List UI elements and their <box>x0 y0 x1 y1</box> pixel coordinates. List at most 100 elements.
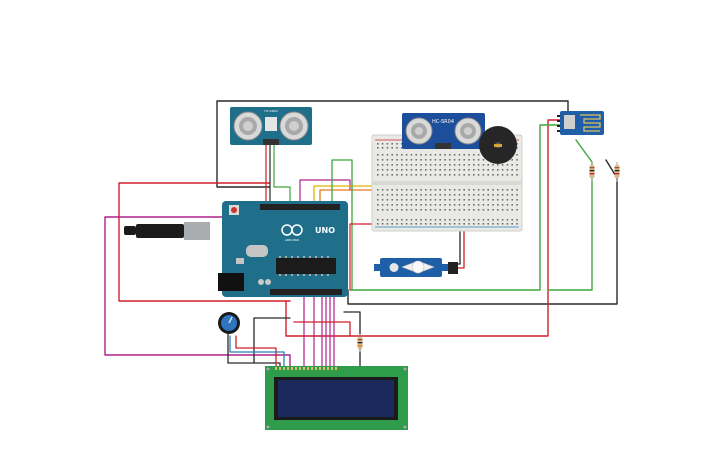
breadboard-hole <box>420 169 422 171</box>
breadboard-hole <box>501 219 504 221</box>
breadboard-hole <box>492 204 494 206</box>
breadboard-hole <box>434 204 437 206</box>
breadboard-hole <box>377 194 379 196</box>
wire-green-esp-2[interactable] <box>547 139 593 291</box>
breadboard-hole <box>405 154 408 156</box>
breadboard-hole <box>453 204 456 206</box>
breadboard-hole <box>420 204 422 206</box>
breadboard-hole <box>473 189 475 191</box>
breadboard-hole <box>477 174 480 176</box>
breadboard-hole <box>401 194 403 196</box>
breadboard-hole <box>377 174 379 176</box>
breadboard-hole <box>516 189 518 191</box>
breadboard-hole <box>497 194 499 196</box>
breadboard-hole <box>391 164 393 166</box>
breadboard-hole <box>482 223 485 225</box>
breadboard-hole <box>482 169 485 171</box>
breadboard-hole <box>429 223 432 225</box>
wire-blue-pot[interactable] <box>229 335 285 369</box>
breadboard-hole <box>516 174 518 176</box>
wire-red-pot[interactable] <box>235 335 277 369</box>
potentiometer <box>218 312 240 334</box>
breadboard-hole <box>381 194 384 196</box>
wire-magenta-top[interactable] <box>299 179 351 206</box>
breadboard-hole <box>386 164 389 166</box>
breadboard-hole <box>497 219 499 221</box>
ultrasonic-sensor-2: HC-SR04 <box>402 113 485 149</box>
breadboard-hole <box>405 159 408 161</box>
breadboard-hole <box>386 219 389 221</box>
wire-red-left-loop[interactable] <box>118 182 291 302</box>
breadboard-hole <box>415 223 417 225</box>
breadboard-hole <box>425 164 427 166</box>
breadboard-hole <box>501 174 504 176</box>
wire-green-esp[interactable] <box>349 124 561 291</box>
breadboard-hole <box>449 169 451 171</box>
breadboard-hole <box>473 174 475 176</box>
breadboard-holes <box>377 143 518 225</box>
wire-magenta-left[interactable] <box>104 216 291 369</box>
breadboard-hole <box>511 189 513 191</box>
breadboard-hole <box>501 199 504 201</box>
ultrasonic-sensor-1: HC-SR04 <box>230 107 312 145</box>
breadboard-hole <box>444 164 446 166</box>
breadboard-hole <box>516 143 518 145</box>
breadboard-hole <box>473 209 475 211</box>
breadboard-hole <box>516 199 518 201</box>
breadboard-hole <box>482 209 485 211</box>
wire-green-board[interactable] <box>331 159 353 291</box>
breadboard-hole <box>410 219 413 221</box>
breadboard-hole <box>477 199 480 201</box>
breadboard-hole <box>453 174 456 176</box>
breadboard-hole <box>506 219 509 221</box>
breadboard-hole <box>425 204 427 206</box>
breadboard-hole <box>381 219 384 221</box>
breadboard-hole <box>434 174 437 176</box>
breadboard-hole <box>511 164 513 166</box>
breadboard-hole <box>381 143 384 145</box>
breadboard-hole <box>429 169 432 171</box>
breadboard-hole <box>487 169 489 171</box>
breadboard-hole <box>449 164 451 166</box>
breadboard-hole <box>434 199 437 201</box>
breadboard-hole <box>444 189 446 191</box>
breadboard-hole <box>477 164 480 166</box>
breadboard-hole <box>391 194 393 196</box>
breadboard-hole <box>415 199 417 201</box>
breadboard-hole <box>401 169 403 171</box>
breadboard-hole <box>458 174 461 176</box>
breadboard-hole <box>396 209 398 211</box>
breadboard-hole <box>453 194 456 196</box>
breadboard-hole <box>444 209 446 211</box>
breadboard-hole <box>497 209 499 211</box>
breadboard-hole <box>449 199 451 201</box>
breadboard-hole <box>492 209 494 211</box>
breadboard-hole <box>434 209 437 211</box>
breadboard-hole <box>420 209 422 211</box>
breadboard-hole <box>386 174 389 176</box>
breadboard-hole <box>482 219 485 221</box>
breadboard-hole <box>405 189 408 191</box>
breadboard-hole <box>492 219 494 221</box>
breadboard-hole <box>511 199 513 201</box>
breadboard-hole <box>463 194 465 196</box>
breadboard-hole <box>463 169 465 171</box>
breadboard-hole <box>473 164 475 166</box>
breadboard-hole <box>511 194 513 196</box>
breadboard-hole <box>458 169 461 171</box>
wire-red-bottom[interactable] <box>285 119 561 337</box>
breadboard-hole <box>463 223 465 225</box>
breadboard-hole <box>396 147 398 149</box>
breadboard-hole <box>516 154 518 156</box>
breadboard-hole <box>415 209 417 211</box>
breadboard-hole <box>487 189 489 191</box>
breadboard-hole <box>449 209 451 211</box>
breadboard-hole <box>391 174 393 176</box>
breadboard-hole <box>396 223 398 225</box>
breadboard-hole <box>405 209 408 211</box>
breadboard-hole <box>434 164 437 166</box>
wire-black-top-loop[interactable] <box>216 100 569 188</box>
wire-black-right[interactable] <box>347 159 618 305</box>
breadboard-hole <box>386 159 389 161</box>
wire-servo[interactable] <box>457 224 465 269</box>
